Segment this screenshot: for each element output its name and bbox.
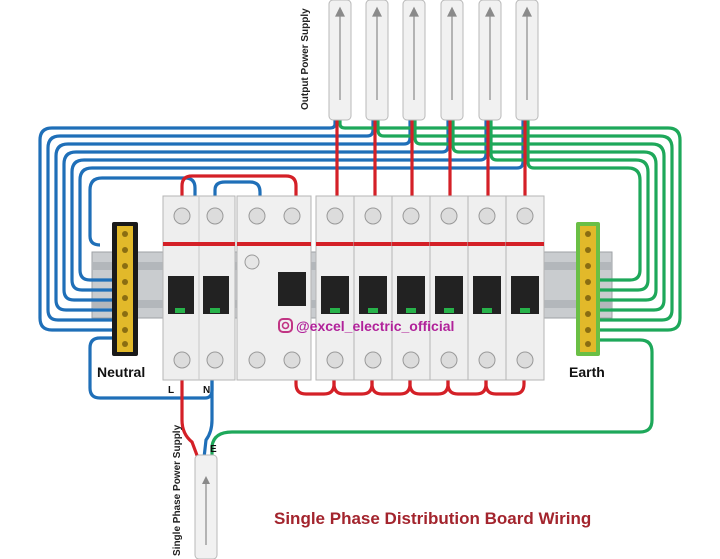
instagram-icon (278, 318, 293, 333)
rccb (236, 195, 312, 381)
earth-busbar (576, 222, 600, 356)
earth-wires (210, 118, 682, 458)
input-cable (194, 454, 218, 559)
neutral-label: Neutral (97, 364, 145, 380)
line-wires (180, 118, 527, 459)
mcb (391, 195, 431, 381)
main-breaker (162, 195, 236, 381)
terminal-e-label: E (210, 444, 217, 455)
output-cables (328, 0, 539, 121)
neutral-busbar (112, 222, 138, 356)
output-supply-label: Output Power Supply (300, 8, 311, 110)
breaker-assembly (162, 195, 545, 381)
terminal-n-label: N (203, 385, 210, 396)
terminal-l-label: L (168, 385, 174, 396)
mcb (353, 195, 393, 381)
earth-label: Earth (569, 364, 605, 380)
neutral-wires (38, 118, 525, 459)
mcb (315, 195, 355, 381)
input-supply-label: Single Phase Power Supply (172, 424, 183, 556)
watermark: @excel_electric_official (296, 318, 454, 334)
mcb (429, 195, 469, 381)
diagram-title: Single Phase Distribution Board Wiring (274, 509, 591, 528)
mcb (505, 195, 545, 381)
mcb-group (315, 195, 545, 381)
mcb (467, 195, 507, 381)
